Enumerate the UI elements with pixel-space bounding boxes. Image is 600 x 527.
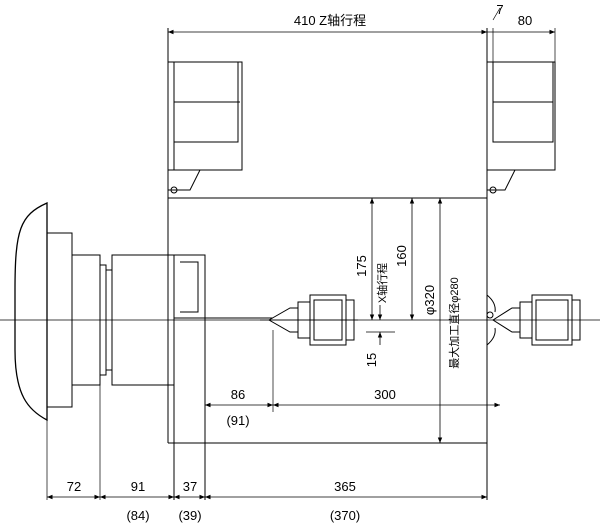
turret-tool-right (486, 61, 556, 194)
label-370p: (370) (330, 508, 360, 523)
label-300: 300 (374, 387, 396, 402)
label-91p: (91) (226, 413, 249, 428)
label-37: 37 (183, 479, 197, 494)
label-72: 72 (67, 479, 81, 494)
label-39p: (39) (178, 508, 201, 523)
label-175: 175 (354, 255, 369, 277)
travel-envelope (167, 28, 488, 500)
label-z-stroke: 410 Z轴行程 (294, 13, 366, 28)
label-365: 365 (334, 479, 356, 494)
label-91: 91 (131, 479, 145, 494)
label-320: φ320 (422, 285, 437, 315)
tailstock-center-left (260, 294, 358, 346)
turret-tool-left (167, 61, 243, 194)
dimension-lines (47, 7, 556, 500)
label-x-stroke: X轴行程 (375, 263, 389, 303)
headstock (14, 201, 175, 500)
label-max-diameter: 最大加工直径φ280 (447, 277, 461, 369)
label-160: 160 (394, 245, 409, 267)
label-84p: (84) (126, 508, 149, 523)
label-15: 15 (364, 353, 379, 367)
label-7: 7 (496, 2, 503, 17)
label-80: 80 (518, 13, 532, 28)
tailstock-center-right (486, 294, 581, 346)
label-86: 86 (231, 387, 245, 402)
